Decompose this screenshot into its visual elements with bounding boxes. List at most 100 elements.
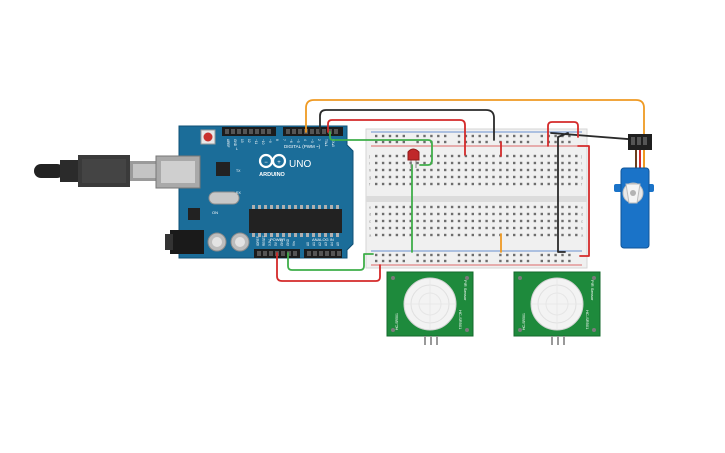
bb-hole-173 (464, 168, 468, 172)
bb-hole-283 (395, 212, 399, 216)
digital-pin-label-9: ~6 (289, 139, 293, 143)
bb-hole-397 (561, 233, 564, 237)
bb-rail-hole-79 (402, 259, 405, 263)
bb-rail-hole-57 (430, 253, 433, 257)
bb-hole-359 (506, 226, 509, 230)
bb-hole-157 (561, 161, 564, 165)
bb-hole-148 (499, 161, 502, 165)
bb-hole-351 (450, 226, 454, 230)
analog-pin-label-3: A3 (324, 242, 328, 246)
bb-hole-137 (423, 161, 426, 165)
bb-hole-147 (492, 161, 495, 165)
bb-hole-241 (519, 182, 523, 186)
wire-red-right-loop (547, 121, 579, 147)
bb-hole-225 (409, 182, 412, 186)
bb-row-letter-right-7: c (581, 219, 583, 224)
bb-rail-hole-17 (513, 134, 516, 138)
bb-hole-187 (561, 168, 564, 172)
bb-hole-390 (513, 233, 516, 237)
pir-2-side-label: PIR Sensor (590, 280, 595, 301)
bb-hole-245 (547, 182, 550, 186)
bb-rail-hole-82 (430, 259, 433, 263)
bb-rail-hole-56 (423, 253, 426, 257)
bb-hole-122 (526, 154, 530, 158)
bb-hole-394 (540, 233, 543, 237)
bb-hole-290 (444, 212, 447, 216)
bb-hole-392 (526, 233, 530, 237)
bb-hole-296 (485, 212, 488, 216)
bb-rail-hole-35 (457, 140, 461, 144)
bb-rail-hole-10 (457, 134, 461, 138)
bb-hole-218 (568, 175, 571, 179)
bb-hole-353 (464, 226, 468, 230)
bb-hole-160 (375, 168, 378, 172)
pir-sensor-1: PIR Sensor HC-SR501 HC-SR501 (386, 271, 474, 345)
bb-hole-276 (554, 205, 557, 209)
bb-rail-hole-22 (554, 134, 557, 138)
bb-hole-274 (540, 205, 543, 209)
bb-hole-364 (540, 226, 543, 230)
bb-hole-287 (423, 212, 426, 216)
bb-hole-279 (575, 205, 578, 209)
bb-hole-242 (526, 182, 530, 186)
bb-hole-286 (416, 212, 419, 216)
bb-hole-267 (492, 205, 495, 209)
bb-hole-288 (430, 212, 433, 216)
bb-hole-132 (388, 161, 392, 165)
bb-hole-251 (381, 205, 385, 209)
bb-rail-hole-26 (381, 140, 385, 144)
bb-rail-hole-38 (478, 140, 481, 144)
bb-rail-hole-28 (395, 140, 399, 144)
bb-hole-179 (506, 168, 509, 172)
bb-row-letter-left-1: i (369, 161, 370, 166)
bb-hole-213 (533, 175, 537, 179)
bb-hole-380 (444, 233, 447, 237)
bb-rail-hole-0 (375, 134, 378, 138)
bb-hole-309 (575, 212, 578, 216)
bb-hole-114 (471, 154, 474, 158)
bb-hole-289 (437, 212, 440, 216)
bb-hole-188 (568, 168, 571, 172)
bb-hole-349 (437, 226, 440, 230)
bb-hole-303 (533, 212, 537, 216)
bb-hole-165 (409, 168, 412, 172)
bb-hole-376 (416, 233, 419, 237)
bb-hole-292 (457, 212, 461, 216)
bb-rail-hole-27 (388, 140, 392, 144)
bb-hole-220 (375, 182, 378, 186)
bb-rail-hole-33 (437, 140, 440, 144)
bb-hole-211 (519, 175, 523, 179)
bb-hole-178 (499, 168, 502, 172)
bb-hole-356 (485, 226, 488, 230)
bb-hole-185 (547, 168, 550, 172)
bb-rail-hole-67 (513, 253, 516, 257)
bb-rail-hole-53 (395, 253, 399, 257)
bb-hole-325 (478, 219, 481, 223)
bb-hole-142 (457, 161, 461, 165)
bb-hole-302 (526, 212, 530, 216)
bb-hole-268 (499, 205, 502, 209)
bb-rail-hole-86 (464, 259, 468, 263)
bb-hole-168 (430, 168, 433, 172)
bb-hole-151 (519, 161, 523, 165)
wire-red-right-down (577, 145, 590, 257)
bb-hole-366 (554, 226, 557, 230)
bb-rail-hole-75 (375, 259, 378, 263)
bb-hole-342 (388, 226, 392, 230)
bb-hole-191 (381, 175, 385, 179)
bb-rail-hole-43 (519, 140, 523, 144)
power-pin-label-4: GND (280, 238, 284, 246)
bb-hole-368 (568, 226, 571, 230)
bb-row-letter-left-9: a (369, 233, 372, 238)
bb-hole-333 (533, 219, 537, 223)
bb-hole-190 (375, 175, 378, 179)
bb-hole-345 (409, 226, 412, 230)
bb-hole-261 (450, 205, 454, 209)
bb-rail-hole-91 (506, 259, 509, 263)
bb-hole-166 (416, 168, 419, 172)
bb-hole-321 (450, 219, 454, 223)
bb-hole-266 (485, 205, 488, 209)
bb-rail-hole-68 (519, 253, 523, 257)
bb-hole-208 (499, 175, 502, 179)
bb-hole-164 (402, 168, 405, 172)
